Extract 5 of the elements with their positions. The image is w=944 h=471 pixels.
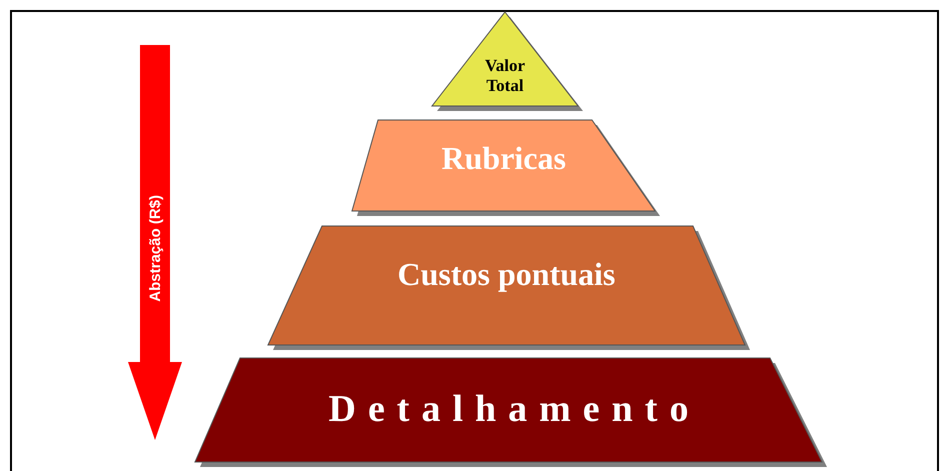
tier-label: Rubricas — [442, 140, 566, 177]
tier-label: Detalhamento — [328, 388, 700, 432]
tier-label: Custos pontuais — [398, 256, 616, 293]
tier-label: Valor Total — [484, 56, 526, 96]
axis-label: Abstração (R$) — [146, 194, 164, 302]
